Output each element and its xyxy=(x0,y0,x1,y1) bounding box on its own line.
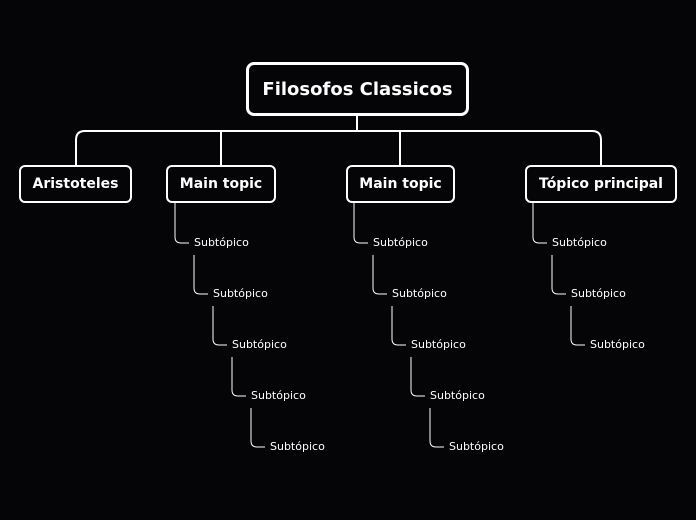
subtopic-connector xyxy=(372,255,387,295)
root-node[interactable]: Filosofos Classicos xyxy=(246,62,469,116)
subtopic-c3-2[interactable]: Subtópico xyxy=(571,287,626,300)
subtopic-connector xyxy=(174,203,189,244)
subtopic-c1-2[interactable]: Subtópico xyxy=(213,287,268,300)
subtopic-connector xyxy=(212,306,227,346)
subtopic-c2-3[interactable]: Subtópico xyxy=(411,338,466,351)
topic-node-topico-principal[interactable]: Tópico principal xyxy=(525,165,677,203)
subtopic-c2-4[interactable]: Subtópico xyxy=(430,389,485,402)
subtopic-c2-1[interactable]: Subtópico xyxy=(373,236,428,249)
topic-label: Main topic xyxy=(359,176,442,192)
subtopic-connector xyxy=(570,306,585,346)
subtopic-c2-5[interactable]: Subtópico xyxy=(449,440,504,453)
topic-label: Aristoteles xyxy=(32,176,119,192)
subtopic-connector xyxy=(532,203,547,244)
subtopic-connector xyxy=(429,408,444,448)
topic-node-main-topic-1[interactable]: Main topic xyxy=(166,165,276,203)
topic-label: Main topic xyxy=(179,176,263,192)
subtopic-c1-3[interactable]: Subtópico xyxy=(232,338,287,351)
subtopic-connector xyxy=(551,255,566,295)
subtopic-c2-2[interactable]: Subtópico xyxy=(392,287,447,300)
subtopic-connector xyxy=(391,306,406,346)
subtopic-connector xyxy=(250,408,265,448)
root-label: Filosofos Classicos xyxy=(262,78,453,100)
subtopic-c1-1[interactable]: Subtópico xyxy=(194,236,249,249)
subtopic-c3-3[interactable]: Subtópico xyxy=(590,338,645,351)
subtopic-connector xyxy=(193,255,208,295)
topic-node-main-topic-2[interactable]: Main topic xyxy=(346,165,455,203)
subtopic-c3-1[interactable]: Subtópico xyxy=(552,236,607,249)
topic-label: Tópico principal xyxy=(539,176,663,192)
subtopic-connector xyxy=(353,203,368,244)
topic-node-aristoteles[interactable]: Aristoteles xyxy=(19,165,132,203)
subtopic-c1-5[interactable]: Subtópico xyxy=(270,440,325,453)
subtopic-connector xyxy=(410,357,425,397)
root-bus xyxy=(75,130,602,166)
subtopic-c1-4[interactable]: Subtópico xyxy=(251,389,306,402)
subtopic-connector xyxy=(231,357,246,397)
